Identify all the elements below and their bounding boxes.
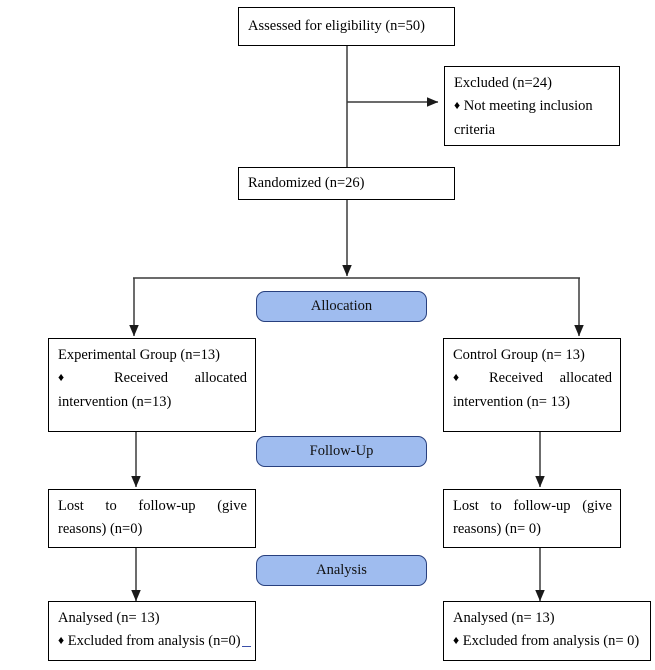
control-line-2: intervention (n= 13)	[453, 393, 570, 410]
node-experimental-group: Experimental Group (n=13) ♦ Received all…	[48, 338, 256, 432]
node-lost-to-follow-up-right: Lost to follow-up (give reasons) (n= 0)	[443, 489, 621, 548]
experimental-heading: Experimental Group (n=13)	[58, 347, 220, 363]
control-line-1: Received allocated	[489, 370, 613, 387]
node-lost-to-follow-up-left: Lost to follow-up (give reasons) (n=0)	[48, 489, 256, 548]
diamond-bullet-icon: ♦	[453, 633, 460, 648]
lost-right-line-1: Lost to follow-up (give	[453, 498, 612, 514]
excluded-reason-line-1: Not meeting inclusion	[463, 98, 593, 115]
analysis-label: Analysis	[316, 562, 367, 578]
control-heading: Control Group (n= 13)	[453, 347, 585, 363]
experimental-line-1: Received allocated	[114, 370, 248, 387]
experimental-line-2: intervention (n=13)	[58, 393, 172, 410]
diamond-bullet-icon: ♦	[58, 370, 88, 385]
experimental-bullet-row: ♦ Received allocated	[58, 367, 247, 390]
analysed-left-heading: Analysed (n= 13)	[58, 610, 160, 626]
node-excluded: Excluded (n=24) ♦ Not meeting inclusion …	[444, 66, 620, 146]
node-control-group: Control Group (n= 13) ♦ Received allocat…	[443, 338, 621, 432]
excluded-heading: Excluded (n=24)	[454, 75, 552, 91]
assessed-text: Assessed for eligibility (n=50)	[248, 17, 425, 34]
node-randomized: Randomized (n=26)	[238, 167, 455, 200]
lost-right-line-2: reasons) (n= 0)	[453, 521, 541, 538]
banner-allocation: Allocation	[256, 291, 427, 322]
node-analysed-left: Analysed (n= 13) ♦ Excluded from analysi…	[48, 601, 256, 661]
banner-follow-up: Follow-Up	[256, 436, 427, 467]
lost-left-line-1: Lost to follow-up (give	[58, 498, 247, 514]
diamond-bullet-icon: ♦	[454, 98, 461, 113]
diamond-bullet-icon: ♦	[453, 370, 473, 385]
allocation-label: Allocation	[310, 298, 373, 314]
analysed-right-excluded-line: Excluded from analysis (n= 0)	[462, 633, 640, 650]
randomized-text: Randomized (n=26)	[248, 174, 365, 191]
excluded-reason-line-2: criteria	[454, 121, 496, 138]
lost-left-line-2: reasons) (n=0)	[58, 521, 143, 538]
analysed-right-bullet-row: ♦ Excluded from analysis (n= 0)	[453, 630, 642, 653]
follow-up-label: Follow-Up	[309, 443, 374, 459]
control-bullet-row: ♦ Received allocated	[453, 367, 612, 390]
stray-underline-mark	[241, 646, 251, 648]
analysed-right-heading: Analysed (n= 13)	[453, 610, 555, 626]
analysed-left-excluded-line: Excluded from analysis (n=0)	[67, 633, 241, 650]
analysed-left-bullet-row: ♦ Excluded from analysis (n=0)	[58, 630, 251, 653]
node-assessed-for-eligibility: Assessed for eligibility (n=50)	[238, 7, 455, 46]
node-analysed-right: Analysed (n= 13) ♦ Excluded from analysi…	[443, 601, 651, 661]
banner-analysis: Analysis	[256, 555, 427, 586]
excluded-bullet-row: ♦ Not meeting inclusion	[454, 95, 611, 118]
diamond-bullet-icon: ♦	[58, 633, 65, 648]
